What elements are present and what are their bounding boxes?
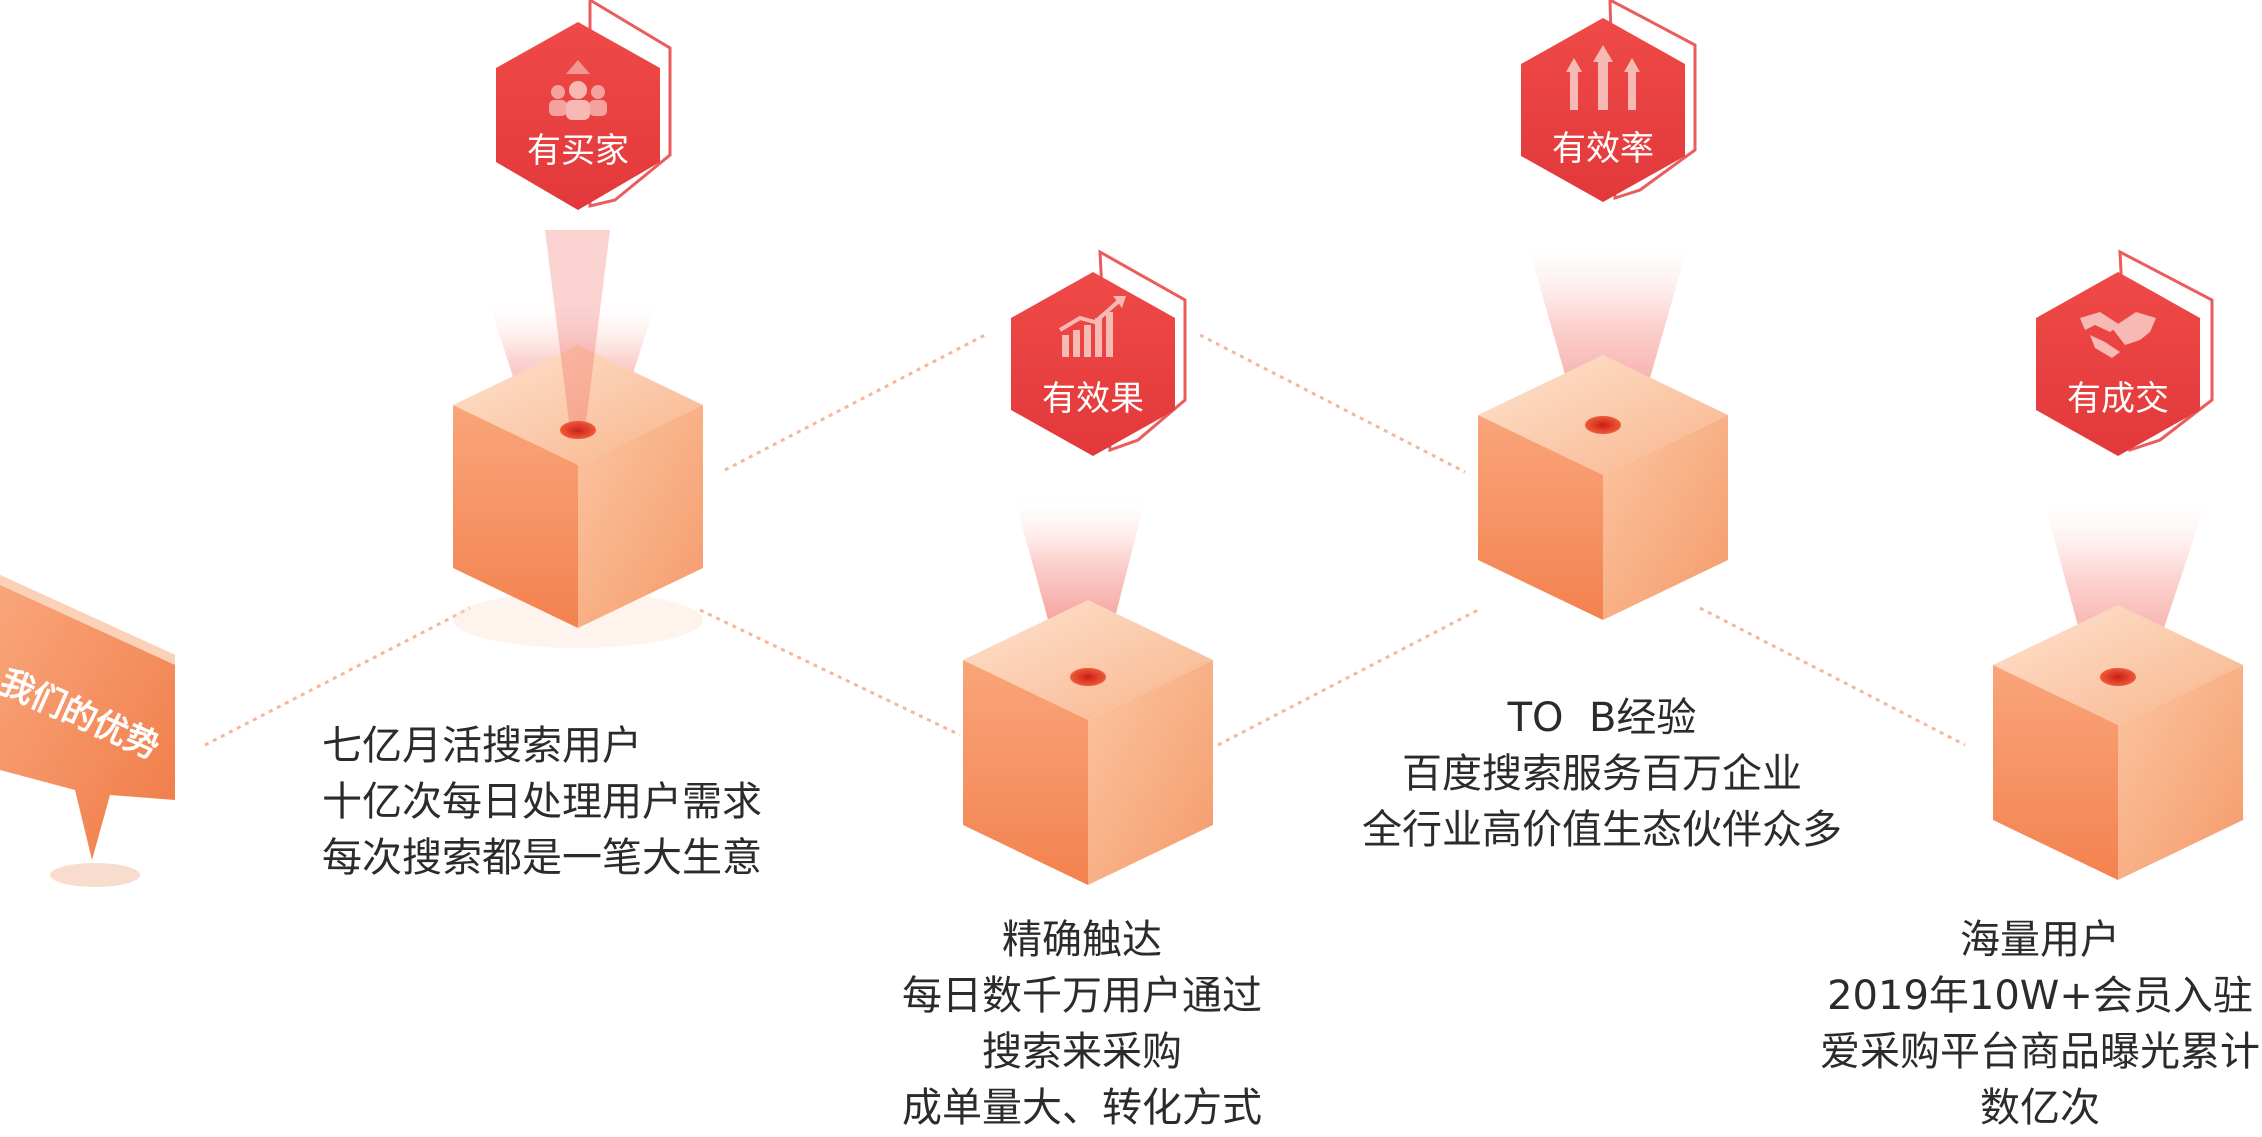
caption-line: 成单量大、转化方式 [902,1085,1262,1131]
caption-line: 爱采购平台商品曝光累计 [1820,1029,2260,1075]
badge-effect: 有效果 [1011,249,1187,456]
connector-line [1217,608,1479,747]
caption-line: 海量用户 [1960,917,2120,963]
badge-label: 有效果 [1042,379,1144,419]
badge-buyers: 有买家 [496,0,672,210]
caption-line: 全行业高价值生态伙伴众多 [1362,807,1842,853]
handshake-icon [2080,312,2156,358]
bar-chart-up-icon [1058,296,1126,357]
up-arrows-icon [1566,45,1640,110]
caption-line: TO B经验 [1507,695,1697,741]
caption-line: 数亿次 [1980,1085,2100,1131]
badge-label: 有效率 [1552,129,1654,169]
badge-deals: 有成交 [2036,249,2214,456]
caption-effect: 精确触达 每日数千万用户通过 搜索来采购 成单量大、转化方式 [902,912,1262,1136]
cube-efficiency [1478,245,1728,620]
badge-label: 有成交 [2067,379,2169,419]
connector-lines [204,333,1966,747]
badge-label: 有买家 [527,131,629,171]
caption-line: 搜索来采购 [982,1029,1182,1075]
caption-line: 2019年10W+会员入驻 [1827,973,2253,1019]
connector-line [1199,333,1466,474]
cube-effect [963,500,1213,885]
caption-deals: 海量用户 2019年10W+会员入驻 爱采购平台商品曝光累计 数亿次 [1820,912,2260,1136]
connector-line [724,333,986,472]
people-icon [549,60,607,120]
caption-efficiency: TO B经验 百度搜索服务百万企业 全行业高价值生态伙伴众多 [1362,690,1842,858]
caption-line: 十亿次每日处理用户需求 [322,779,762,825]
caption-line: 百度搜索服务百万企业 [1402,751,1802,797]
badge-efficiency: 有效率 [1521,0,1697,202]
caption-line: 精确触达 [1002,917,1162,963]
caption-line: 每次搜索都是一笔大生意 [322,835,762,881]
cube-deals [1993,505,2243,880]
advantages-tag: 我们的优势 [0,575,175,887]
caption-line: 每日数千万用户通过 [902,973,1262,1019]
caption-line: 七亿月活搜索用户 [322,723,642,769]
cube-buyers [453,230,703,648]
caption-buyers: 七亿月活搜索用户 十亿次每日处理用户需求 每次搜索都是一笔大生意 [322,718,762,886]
connector-line [699,608,961,737]
